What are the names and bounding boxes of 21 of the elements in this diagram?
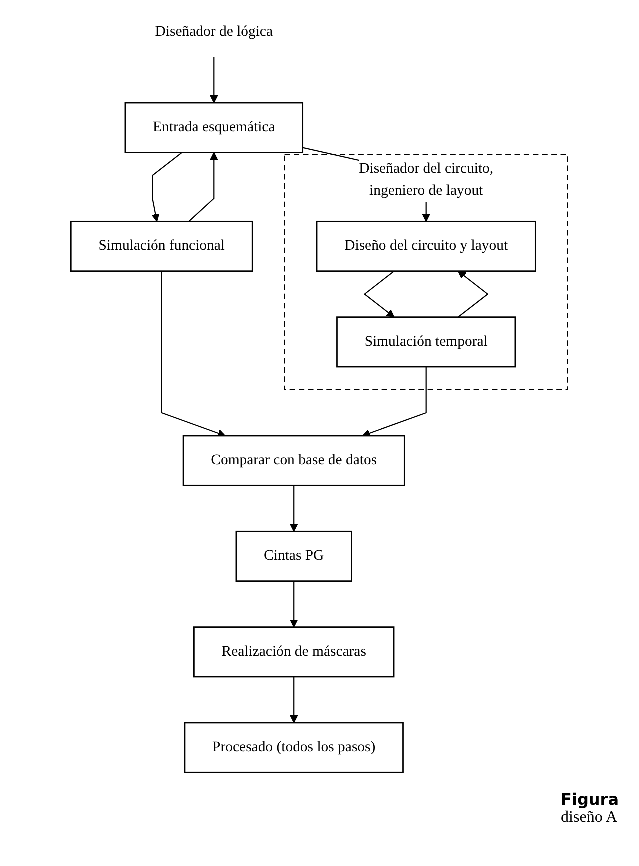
node-box: Simulación funcional [70,220,254,272]
caption-text: diseño A [561,809,618,827]
node-box: Simulación temporal [336,316,516,368]
arrow [290,581,298,628]
arrow [210,57,218,104]
node-box: Realización de máscaras [194,626,395,678]
arrow [458,270,489,318]
node-text: Diseñador de lógica [155,24,273,40]
figure-label: Figura [561,790,619,809]
arrow [362,367,427,438]
arrow [290,676,298,724]
arrow [161,271,226,438]
node-box: Entrada esquemática [124,102,304,154]
arrow [152,152,183,222]
node-box: Diseño del circuito y layout [316,220,536,272]
node-box: Cintas PG [236,530,352,582]
node-box: Comparar con base de datos [182,435,406,486]
arrow [188,152,218,222]
arrow [290,486,298,532]
arrow [364,270,395,318]
node-box: Procesado (todos los pasos) [184,722,404,774]
